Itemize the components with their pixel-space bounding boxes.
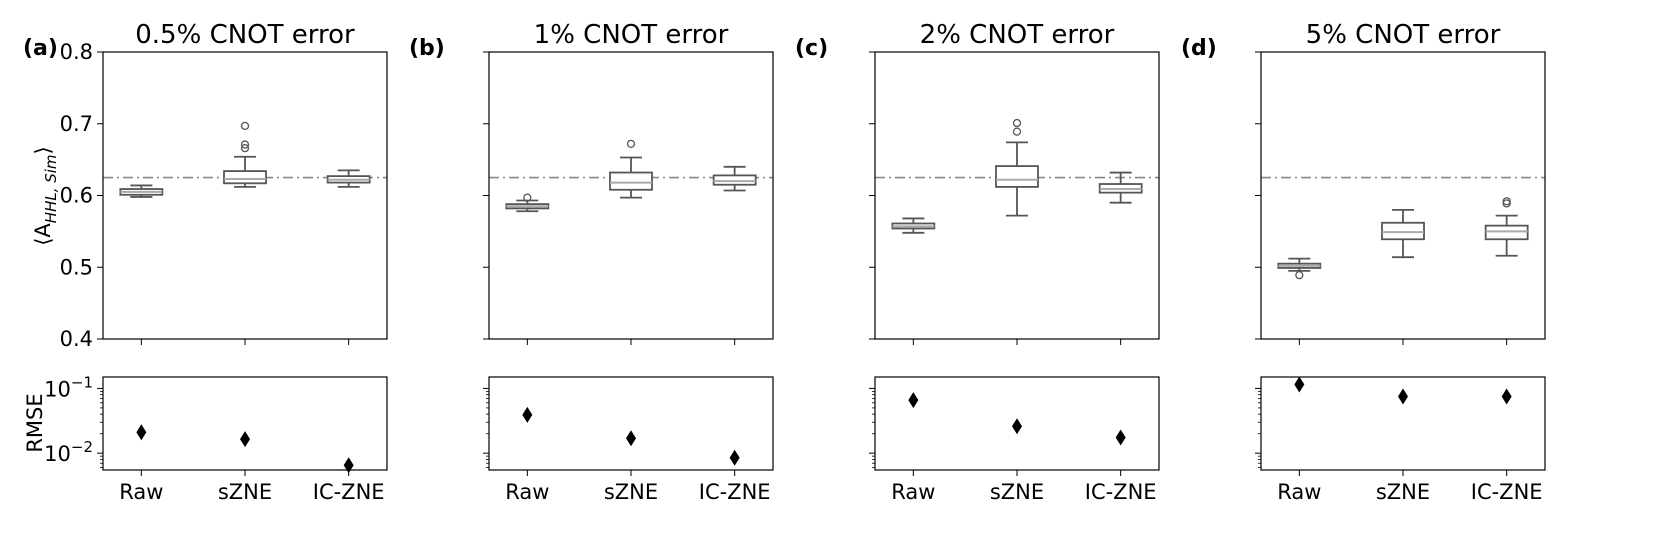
outlier-point xyxy=(1295,270,1304,280)
y-tick-label: 0.5 xyxy=(60,255,93,279)
outlier-point xyxy=(523,193,532,202)
rmse-marker xyxy=(136,424,147,441)
y-axis-label-bottom: RMSE xyxy=(23,393,47,452)
bottom-axes-frame xyxy=(102,376,388,471)
outlier-point xyxy=(1502,197,1511,206)
category-label: IC-ZNE xyxy=(313,480,385,504)
category-label: Raw xyxy=(891,480,935,504)
outlier-point xyxy=(240,121,250,131)
box-raw xyxy=(891,217,936,234)
category-label: sZNE xyxy=(218,480,272,504)
box-szne xyxy=(609,139,653,199)
box-body xyxy=(712,174,757,186)
box-raw xyxy=(505,193,550,213)
category-label: sZNE xyxy=(990,480,1044,504)
rmse-marker xyxy=(1501,388,1512,405)
box-body xyxy=(1381,221,1425,241)
y-axis-label-top: ⟨AHHL, Sim⟩ xyxy=(31,146,60,246)
panel-title: 2% CNOT error xyxy=(920,20,1115,50)
y-tick-label: 0.8 xyxy=(60,40,93,64)
box-szne xyxy=(995,118,1039,217)
outlier-point xyxy=(626,139,636,148)
y-log-tick-label: 10−1 xyxy=(44,373,93,401)
box-body xyxy=(1484,224,1529,241)
panel-letter: (a) xyxy=(23,36,58,61)
category-label: IC-ZNE xyxy=(1471,480,1543,504)
top-axes-frame xyxy=(1260,51,1546,340)
panel-title: 5% CNOT error xyxy=(1306,20,1501,50)
outlier-point xyxy=(1012,127,1022,136)
box-ic-zne xyxy=(1484,197,1529,257)
y-tick-label: 0.4 xyxy=(60,327,93,351)
panel-letter: (c) xyxy=(795,36,828,61)
tick-base: 10 xyxy=(44,377,71,401)
rmse-marker xyxy=(240,431,250,448)
outlier-point xyxy=(240,140,250,149)
panel-title: 0.5% CNOT error xyxy=(135,20,355,50)
panel-c: 2% CNOT error (c) Raw sZNE IC-ZNE xyxy=(795,20,1160,504)
category-label: Raw xyxy=(119,480,163,504)
rmse-marker xyxy=(626,430,636,447)
box-raw xyxy=(1277,257,1322,280)
box-ic-zne xyxy=(1098,171,1143,204)
rmse-marker xyxy=(729,449,740,466)
box-szne xyxy=(223,121,267,188)
category-label: Raw xyxy=(505,480,549,504)
panel-letter: (b) xyxy=(409,36,445,61)
rmse-marker xyxy=(1012,418,1022,435)
category-label: sZNE xyxy=(1376,480,1430,504)
top-axes-frame xyxy=(102,51,388,340)
rmse-marker xyxy=(343,457,354,474)
bottom-axes-frame xyxy=(874,376,1160,471)
tick-exponent: −2 xyxy=(71,438,93,456)
panel-letter: (d) xyxy=(1181,36,1217,61)
category-label: sZNE xyxy=(604,480,658,504)
bottom-axes-frame xyxy=(1260,376,1546,471)
category-label: IC-ZNE xyxy=(1085,480,1157,504)
y-tick-label: 0.6 xyxy=(60,184,93,208)
panel-a: 0.5% CNOT error(a)0.40.50.60.70.810−210−… xyxy=(23,20,388,504)
outlier-point xyxy=(1012,118,1022,128)
box-raw xyxy=(119,184,164,198)
rmse-marker xyxy=(1398,388,1408,405)
rmse-marker xyxy=(522,406,533,423)
top-axes-frame xyxy=(874,51,1160,340)
tick-base: 10 xyxy=(44,442,71,466)
ylabel-main: ⟨A xyxy=(31,223,55,246)
category-label: IC-ZNE xyxy=(699,480,771,504)
box-szne xyxy=(1381,208,1425,259)
y-log-tick-label: 10−2 xyxy=(44,438,93,466)
box-body xyxy=(223,170,267,185)
rmse-marker xyxy=(908,392,919,409)
box-ic-zne xyxy=(712,165,757,192)
box-body xyxy=(995,165,1039,188)
ylabel-subscript: HHL, Sim xyxy=(42,154,60,223)
outlier-point xyxy=(240,143,250,153)
panel-title: 1% CNOT error xyxy=(534,20,729,50)
category-label: Raw xyxy=(1277,480,1321,504)
rmse-marker xyxy=(1294,376,1305,393)
ylabel-close: ⟩ xyxy=(31,146,55,154)
box-body xyxy=(609,171,653,191)
bottom-axes-frame xyxy=(488,376,774,471)
panel-b: 1% CNOT error (b) Raw sZNE IC-ZNE xyxy=(409,20,774,504)
tick-exponent: −1 xyxy=(71,373,93,391)
panel-d: 5% CNOT error (d) Raw sZNE IC-ZNE xyxy=(1181,20,1546,504)
rmse-marker xyxy=(1115,429,1126,446)
y-tick-label: 0.7 xyxy=(60,112,93,136)
box-ic-zne xyxy=(326,169,371,188)
top-axes-frame xyxy=(488,51,774,340)
